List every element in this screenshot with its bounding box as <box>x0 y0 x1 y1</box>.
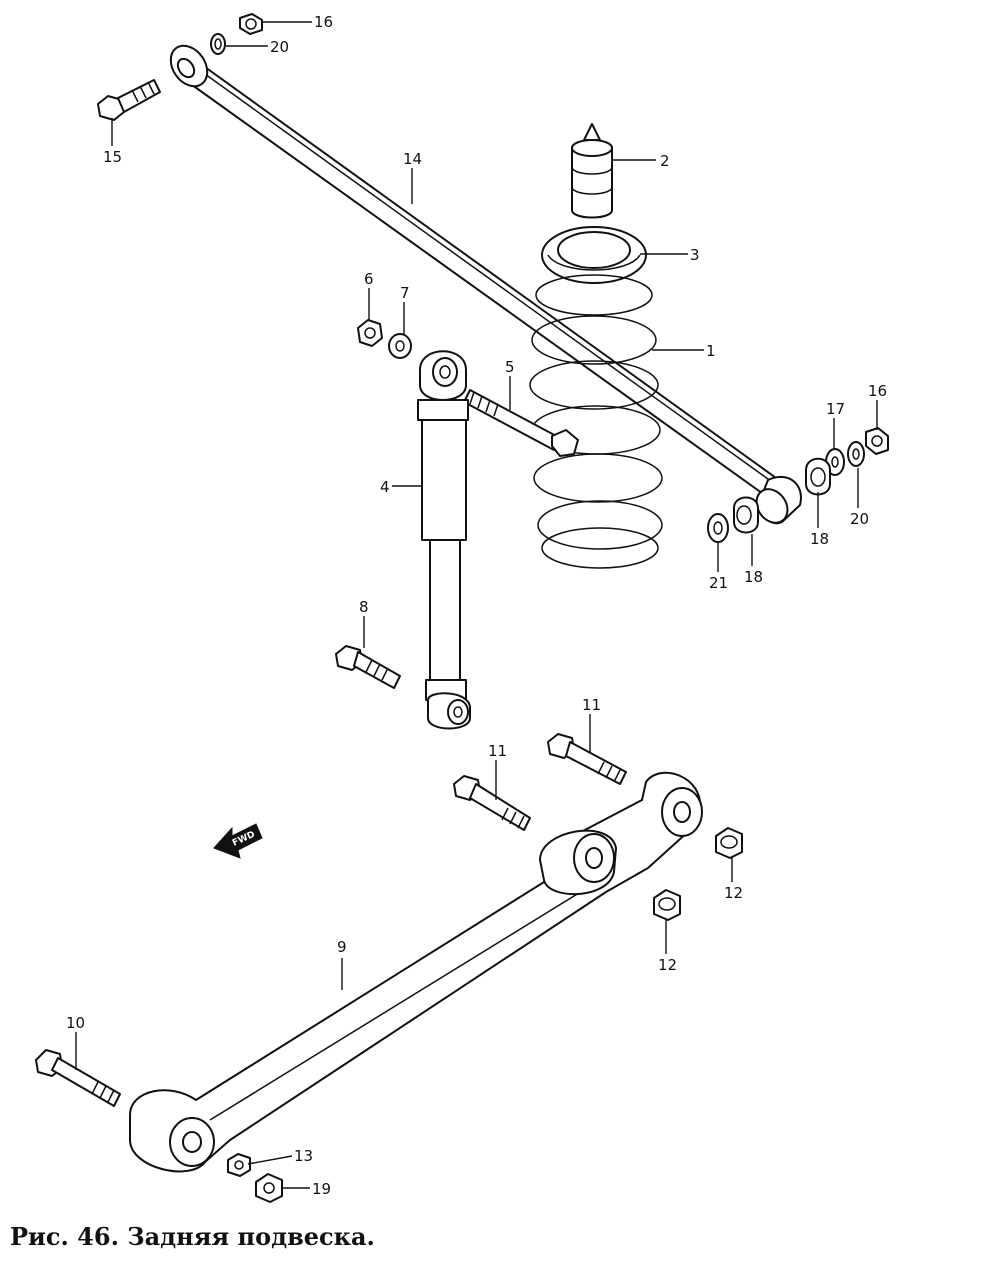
callout-14: 14 <box>403 150 422 168</box>
bushing-part-18-left <box>733 496 759 534</box>
callout-16-right: 16 <box>868 382 887 400</box>
callout-20-right: 20 <box>850 510 869 528</box>
bolt-part-15 <box>97 79 161 121</box>
nut-part-6 <box>357 319 383 347</box>
callout-1: 1 <box>706 342 716 360</box>
rear-suspension-exploded-diagram: FWD <box>35 13 889 1203</box>
callout-16-top: 16 <box>314 13 333 31</box>
washer-part-20-top <box>210 33 226 55</box>
nut-part-16-right <box>865 427 889 455</box>
callout-2: 2 <box>660 152 670 170</box>
callout-12-left: 12 <box>658 956 677 974</box>
callout-21: 21 <box>709 574 728 592</box>
callout-9: 9 <box>337 938 347 956</box>
trailing-arm-part-9 <box>129 771 703 1173</box>
callout-3: 3 <box>690 246 700 264</box>
callout-13: 13 <box>294 1147 313 1165</box>
bushing-part-18-right <box>805 457 831 496</box>
bolt-part-10 <box>35 1049 121 1107</box>
callout-17: 17 <box>826 400 845 418</box>
callout-20-top: 20 <box>270 38 289 56</box>
callout-4: 4 <box>380 478 390 496</box>
callout-12-right: 12 <box>724 884 743 902</box>
nut-part-12-left <box>653 889 681 921</box>
front-direction-arrow: FWD <box>213 823 263 859</box>
washer-part-21 <box>707 513 729 543</box>
nut-part-16-top <box>239 13 263 35</box>
callout-5: 5 <box>505 358 515 376</box>
callout-8: 8 <box>359 598 369 616</box>
washer-part-20-right <box>847 441 865 467</box>
callout-labels: 16 20 15 14 2 3 6 7 1 5 4 16 17 20 18 21… <box>66 13 887 1198</box>
bolt-part-8 <box>335 645 401 689</box>
washer-part-13 <box>227 1153 251 1177</box>
bolt-part-5 <box>463 389 579 457</box>
bump-stop-part-2 <box>571 123 613 219</box>
callout-11-left: 11 <box>488 742 507 760</box>
callout-15: 15 <box>103 148 122 166</box>
washer-part-7 <box>388 333 412 359</box>
callout-11-right: 11 <box>582 696 601 714</box>
leader-lines <box>75 21 878 1189</box>
shock-absorber-part-4 <box>417 350 471 730</box>
callout-6: 6 <box>364 270 374 288</box>
callout-7: 7 <box>400 284 410 302</box>
nut-part-12-right <box>715 827 743 859</box>
callout-10: 10 <box>66 1014 85 1032</box>
lateral-rod-part-14 <box>169 44 802 525</box>
callout-18-right: 18 <box>810 530 829 548</box>
figure-caption: Рис. 46. Задняя подвеска. <box>10 1222 375 1251</box>
coil-spring-part-1 <box>529 274 663 569</box>
nut-part-19 <box>255 1173 283 1203</box>
bolt-part-11-left <box>453 775 531 831</box>
callout-18-left: 18 <box>744 568 763 586</box>
callout-19: 19 <box>312 1180 331 1198</box>
bolt-part-11-right <box>547 733 627 785</box>
spring-seat-part-3 <box>541 226 647 284</box>
